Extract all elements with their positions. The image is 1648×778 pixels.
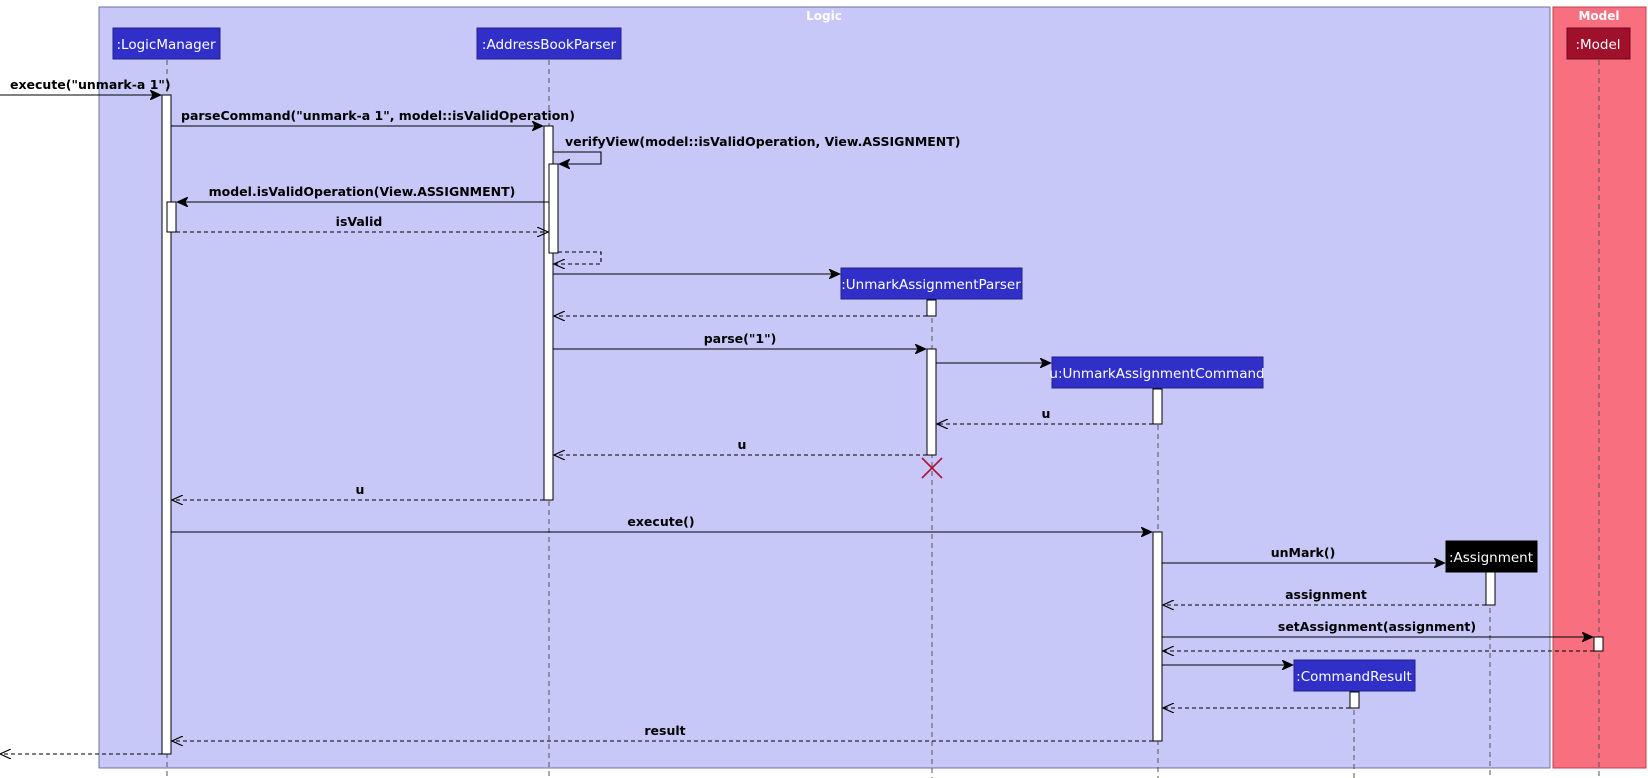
svg-text::CommandResult: :CommandResult bbox=[1296, 669, 1412, 685]
svg-text::UnmarkAssignmentParser: :UnmarkAssignmentParser bbox=[841, 277, 1021, 293]
label-verify-view: verifyView(model::isValidOperation, View… bbox=[565, 134, 961, 149]
activation-unmark-assignment-parser bbox=[926, 348, 937, 456]
model-group-label: Model bbox=[1578, 9, 1619, 23]
label-execute: execute() bbox=[627, 514, 694, 529]
label-parse: parse("1") bbox=[704, 331, 777, 346]
label-result-return: result bbox=[644, 723, 685, 738]
arrow-verify-view bbox=[553, 151, 602, 164]
svg-text::AddressBookParser: :AddressBookParser bbox=[482, 37, 617, 53]
label-u-return-command: u bbox=[1042, 406, 1051, 421]
logic-group-label: Logic bbox=[806, 9, 842, 23]
label-execute-input: execute("unmark-a 1") bbox=[10, 77, 171, 92]
destroy-marker bbox=[921, 457, 943, 479]
participant-command-result: :CommandResult bbox=[1293, 659, 1416, 692]
activation-logic-manager bbox=[161, 94, 172, 755]
arrow-verify-view-return bbox=[554, 251, 602, 264]
activation-address-book-parser-nested bbox=[548, 163, 559, 254]
participant-assignment: :Assignment bbox=[1445, 540, 1538, 573]
participant-unmark-assignment-parser: :UnmarkAssignmentParser bbox=[840, 267, 1023, 300]
participant-address-book-parser: :AddressBookParser bbox=[476, 27, 622, 60]
activation-model bbox=[1593, 636, 1604, 652]
label-is-valid-operation: model.isValidOperation(View.ASSIGNMENT) bbox=[209, 184, 516, 199]
label-assignment-return: assignment bbox=[1285, 587, 1367, 602]
participant-model: :Model bbox=[1566, 27, 1631, 60]
activation-command-result bbox=[1349, 691, 1360, 709]
label-is-valid-return: isValid bbox=[336, 214, 383, 229]
activation-assignment bbox=[1485, 571, 1496, 606]
svg-text:u:UnmarkAssignmentCommand: u:UnmarkAssignmentCommand bbox=[1049, 366, 1264, 382]
activation-unmark-assignment-command bbox=[1152, 531, 1163, 742]
label-u-return-parser: u bbox=[738, 437, 747, 452]
activation-unmark-assignment-parser-init bbox=[926, 299, 937, 317]
label-u-return-abp: u bbox=[356, 482, 365, 497]
activation-unmark-assignment-command-init bbox=[1152, 388, 1163, 425]
label-parse-command: parseCommand("unmark-a 1", model::isVali… bbox=[181, 108, 575, 123]
label-unmark: unMark() bbox=[1271, 545, 1336, 560]
activation-logic-manager-nested bbox=[166, 201, 177, 233]
logic-group-frame bbox=[98, 6, 1551, 769]
svg-text::Assignment: :Assignment bbox=[1449, 550, 1533, 566]
participant-unmark-assignment-command: u:UnmarkAssignmentCommand bbox=[1049, 356, 1265, 389]
participant-logic-manager: :LogicManager bbox=[112, 27, 221, 60]
svg-text::Model: :Model bbox=[1575, 37, 1620, 53]
svg-text::LogicManager: :LogicManager bbox=[116, 37, 215, 53]
label-set-assignment: setAssignment(assignment) bbox=[1278, 619, 1476, 634]
